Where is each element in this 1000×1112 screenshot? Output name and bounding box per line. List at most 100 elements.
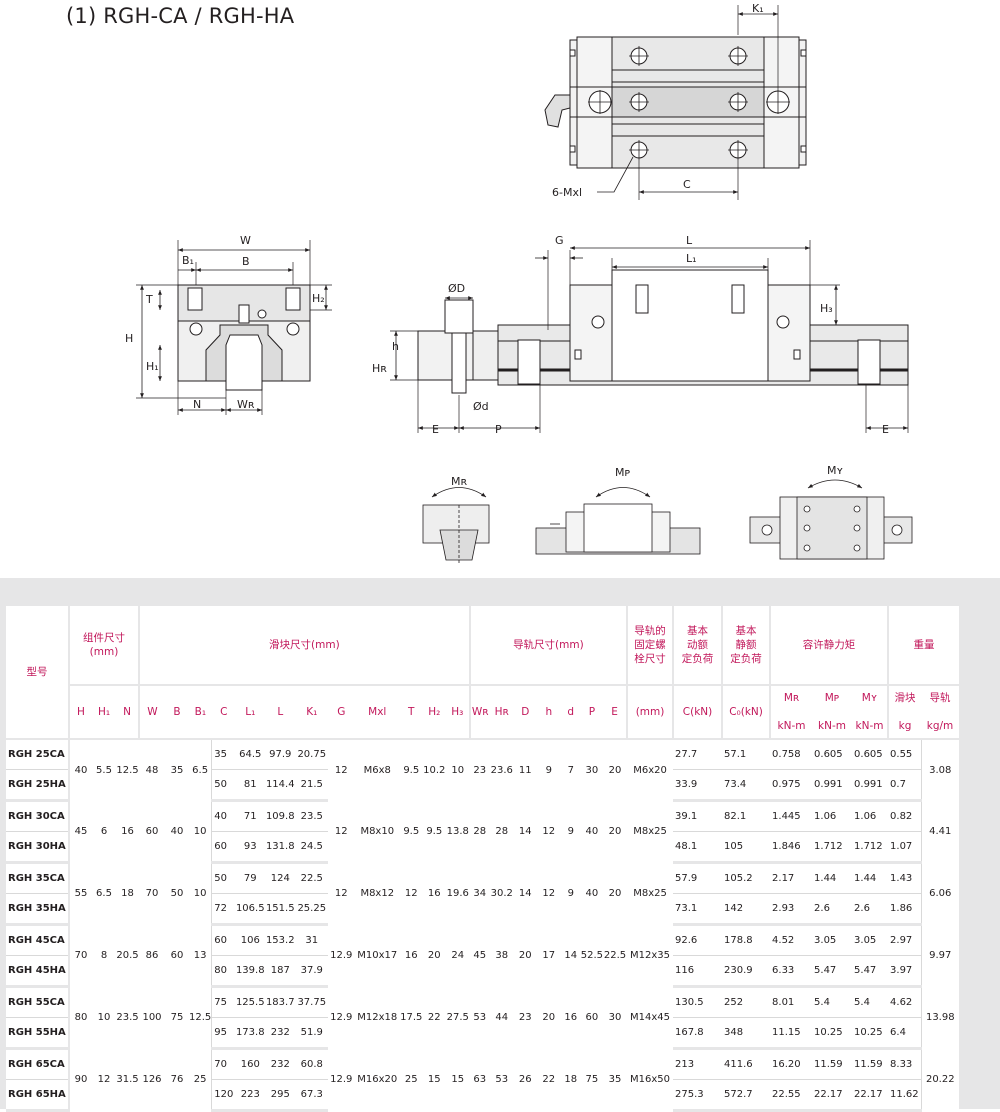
cell-h1: 6 [100,826,108,837]
label-6-mxl: 6-Mxl [552,186,582,199]
cell-n: 20.5 [116,950,139,961]
label-e-left: E [432,423,439,436]
cell-l: 295 [264,1079,296,1112]
cell-wt: 2.97 [888,924,922,956]
cell-bolt: M16x50 [630,1074,671,1085]
label-h: H [125,332,133,345]
cell-p: 30 [585,764,599,776]
cell-l1: 64.5 [235,739,265,770]
cell-mp: 5.47 [812,955,853,988]
label-b1: B₁ [182,254,194,267]
cell-g: 12 [334,826,348,837]
cell-wr: 45 [473,950,487,961]
cell-mr: 8.01 [770,986,813,1018]
cell-bolt: M6x20 [633,764,667,776]
cell-c: 60 [211,924,236,956]
cell-my: 2.6 [852,893,889,926]
label-e-right: E [882,423,889,436]
cell-n: 12.5 [116,764,139,776]
cell-c0: 572.7 [722,1079,771,1112]
header-unit: kg/m [926,720,954,732]
cell-mr: 11.15 [770,1017,813,1050]
cell-cdyn: 39.1 [673,800,723,832]
cell-wt: 3.97 [888,955,922,988]
cell-c0: 105 [722,831,771,864]
cell-b1: 6.5 [192,764,209,776]
cell-e: 35 [608,1074,622,1085]
cell-my: 1.44 [852,862,889,894]
cell-n: 18 [121,888,134,899]
cell-h2: 9.5 [426,826,443,837]
cell-d: 11 [518,764,532,776]
cell-mr: 22.55 [770,1079,813,1112]
cell-my: 1.712 [852,831,889,864]
moment-mr-sketch [422,487,490,565]
spec-table: 型号组件尺寸(mm)滑块尺寸(mm)导轨尺寸(mm)导轨的固定螺栓尺寸基本动额定… [6,606,960,1112]
cell-hr: 30.2 [490,888,513,899]
cell-wr: 28 [473,826,487,837]
cell-d: 18 [564,1074,578,1085]
label-h2: H₂ [312,292,325,305]
cell-e: 30 [608,1012,622,1023]
cell-c0: 348 [722,1017,771,1050]
cell-l1: 160 [235,1048,265,1080]
cell-g: 12.9 [330,1012,353,1023]
cell-cdyn: 213 [673,1048,723,1080]
cell-c: 75 [211,986,236,1018]
cell-l1: 106.5 [235,893,265,926]
cell-wr: 63 [473,1074,487,1085]
model-name: RGH 45CA [6,924,70,956]
cell-d: 14 [518,826,532,837]
cell-d: 16 [564,1012,578,1023]
cell-mr: 4.52 [770,924,813,956]
moment-mp-sketch [535,487,701,555]
header-col: (mm) [627,685,675,740]
cell-mr: 0.758 [770,739,813,770]
label-t: T [145,293,153,306]
cell-cdyn: 130.5 [673,986,723,1018]
header-col: K₁ [295,685,328,740]
cell-k1: 60.8 [295,1048,328,1080]
cell-d: 23 [518,1012,532,1023]
cell-my: 0.991 [852,769,889,802]
cell-my: 3.05 [852,924,889,956]
cell-h: 45 [74,826,88,837]
header-col: N [116,685,140,740]
label-n: N [193,398,201,411]
cell-h3: 10 [451,764,465,776]
cell-l: 109.8 [264,800,296,832]
cell-g: 12 [334,764,348,776]
cell-h1: 12 [97,1074,111,1085]
cell-my: 5.47 [852,955,889,988]
cell-g: 12 [334,888,348,899]
header-col: L [264,685,296,740]
cell-n: 31.5 [116,1074,139,1085]
cell-hr: 28 [495,826,509,837]
cell-w: 60 [145,826,159,837]
header-model: 型号 [6,606,70,740]
cell-wt: 0.82 [888,800,922,832]
cell-wt: 8.33 [888,1048,922,1080]
model-name: RGH 55CA [6,986,70,1018]
header-block-dims: 滑块尺寸(mm) [139,606,471,686]
cell-h: 20 [542,1012,556,1023]
cell-c: 70 [211,1048,236,1080]
header-bolt-size: 导轨的固定螺栓尺寸 [627,606,675,686]
cell-mr: 1.846 [770,831,813,864]
cell-c0: 252 [722,986,771,1018]
cell-mp: 2.6 [812,893,853,926]
cell-c0: 411.6 [722,1048,771,1080]
cell-mxl: M8x10 [360,826,395,837]
